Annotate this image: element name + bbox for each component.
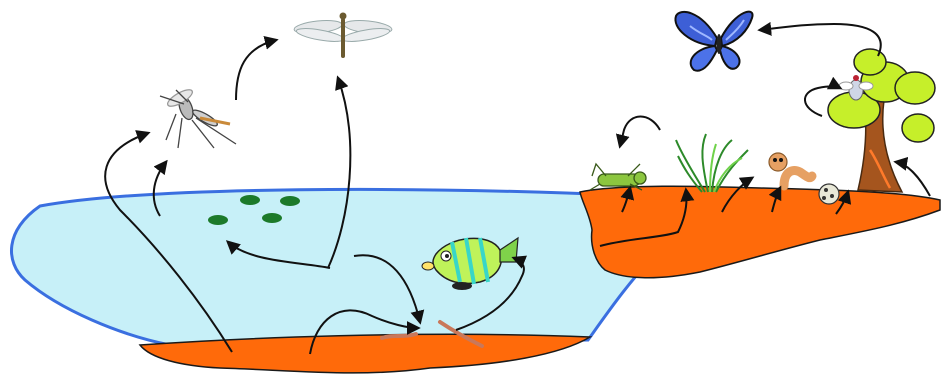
arrow-grasshopper-up (620, 117, 660, 147)
tree-icon (828, 49, 935, 192)
beetle-icon (819, 184, 839, 204)
grass-icon (676, 134, 748, 192)
butterfly-icon (675, 12, 752, 71)
dragonfly-icon (294, 13, 393, 59)
earthworm-icon (769, 153, 812, 186)
arrow-mosquito-to-dragonfly (236, 40, 276, 100)
land-bank (580, 186, 940, 278)
mosquito-icon (160, 87, 236, 148)
